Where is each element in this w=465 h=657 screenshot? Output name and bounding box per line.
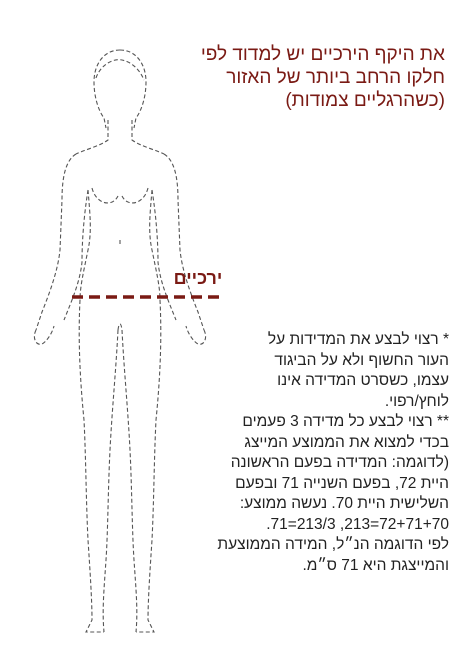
note-line: העור החשוף ולא על הביגוד xyxy=(274,351,449,369)
note-line: היית 72, בפעם השנייה 71 ובפעם xyxy=(235,474,449,492)
note-line: עצמו, כשסרט המדידה אינו xyxy=(277,372,449,389)
note-line: (לדוגמה: המדידה בפעם הראשונה xyxy=(230,454,449,471)
note-line: לפי הדוגמה הנ״ל, המידה הממוצעת xyxy=(217,536,449,553)
measurement-notes: * רצוי לבצע את המדידות על העור החשוף ולא… xyxy=(199,330,449,576)
title-line: (כשהרגליים צמודות) xyxy=(285,90,445,111)
note-line: והמייצגת היא 71 ס״מ. xyxy=(302,556,450,574)
note-line: 72+71+70=213, 213/3=71. xyxy=(266,515,449,533)
note-line: לוחץ/רפוי. xyxy=(384,392,449,410)
title-line: חלקו הרחב ביותר של האזור xyxy=(226,67,445,88)
note-line: * רצוי לבצע את המדידות על xyxy=(267,331,449,348)
title-line: את היקף הירכיים יש למדוד לפי xyxy=(200,44,445,65)
hip-label: ירכיים xyxy=(173,268,223,288)
note-line: בכדי למצוא את הממוצע המייצג xyxy=(244,433,449,451)
instruction-title: את היקף הירכיים יש למדוד לפי חלקו הרחב ב… xyxy=(155,43,445,112)
note-line: השלישית היית 70. נעשה ממוצע: xyxy=(239,495,449,512)
note-line: ** רצוי לבצע כל מדידה 3 פעמים xyxy=(242,413,449,430)
